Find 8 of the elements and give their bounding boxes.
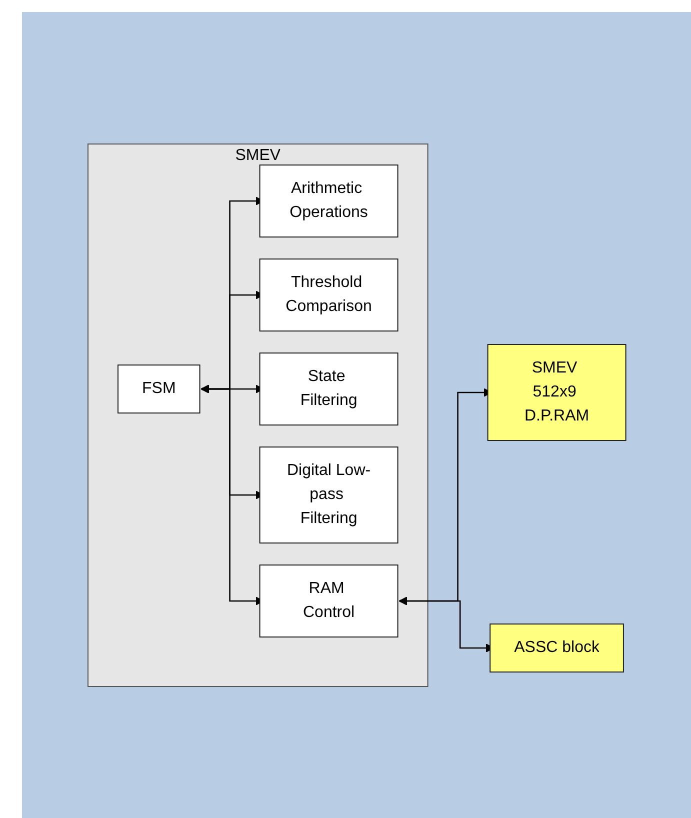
node-box: State Filtering <box>258 352 398 426</box>
node-box: Arithmetic Operations <box>258 164 398 238</box>
node-box: Threshold Comparison <box>258 258 398 332</box>
node-box: SMEV 512x9 D.P.RAM <box>486 344 626 441</box>
node-box: FSM <box>117 364 200 414</box>
node-box: RAM Control <box>258 564 398 638</box>
node-box: Digital Low-pass Filtering <box>258 446 398 544</box>
node-box: ASSC block <box>489 623 624 672</box>
